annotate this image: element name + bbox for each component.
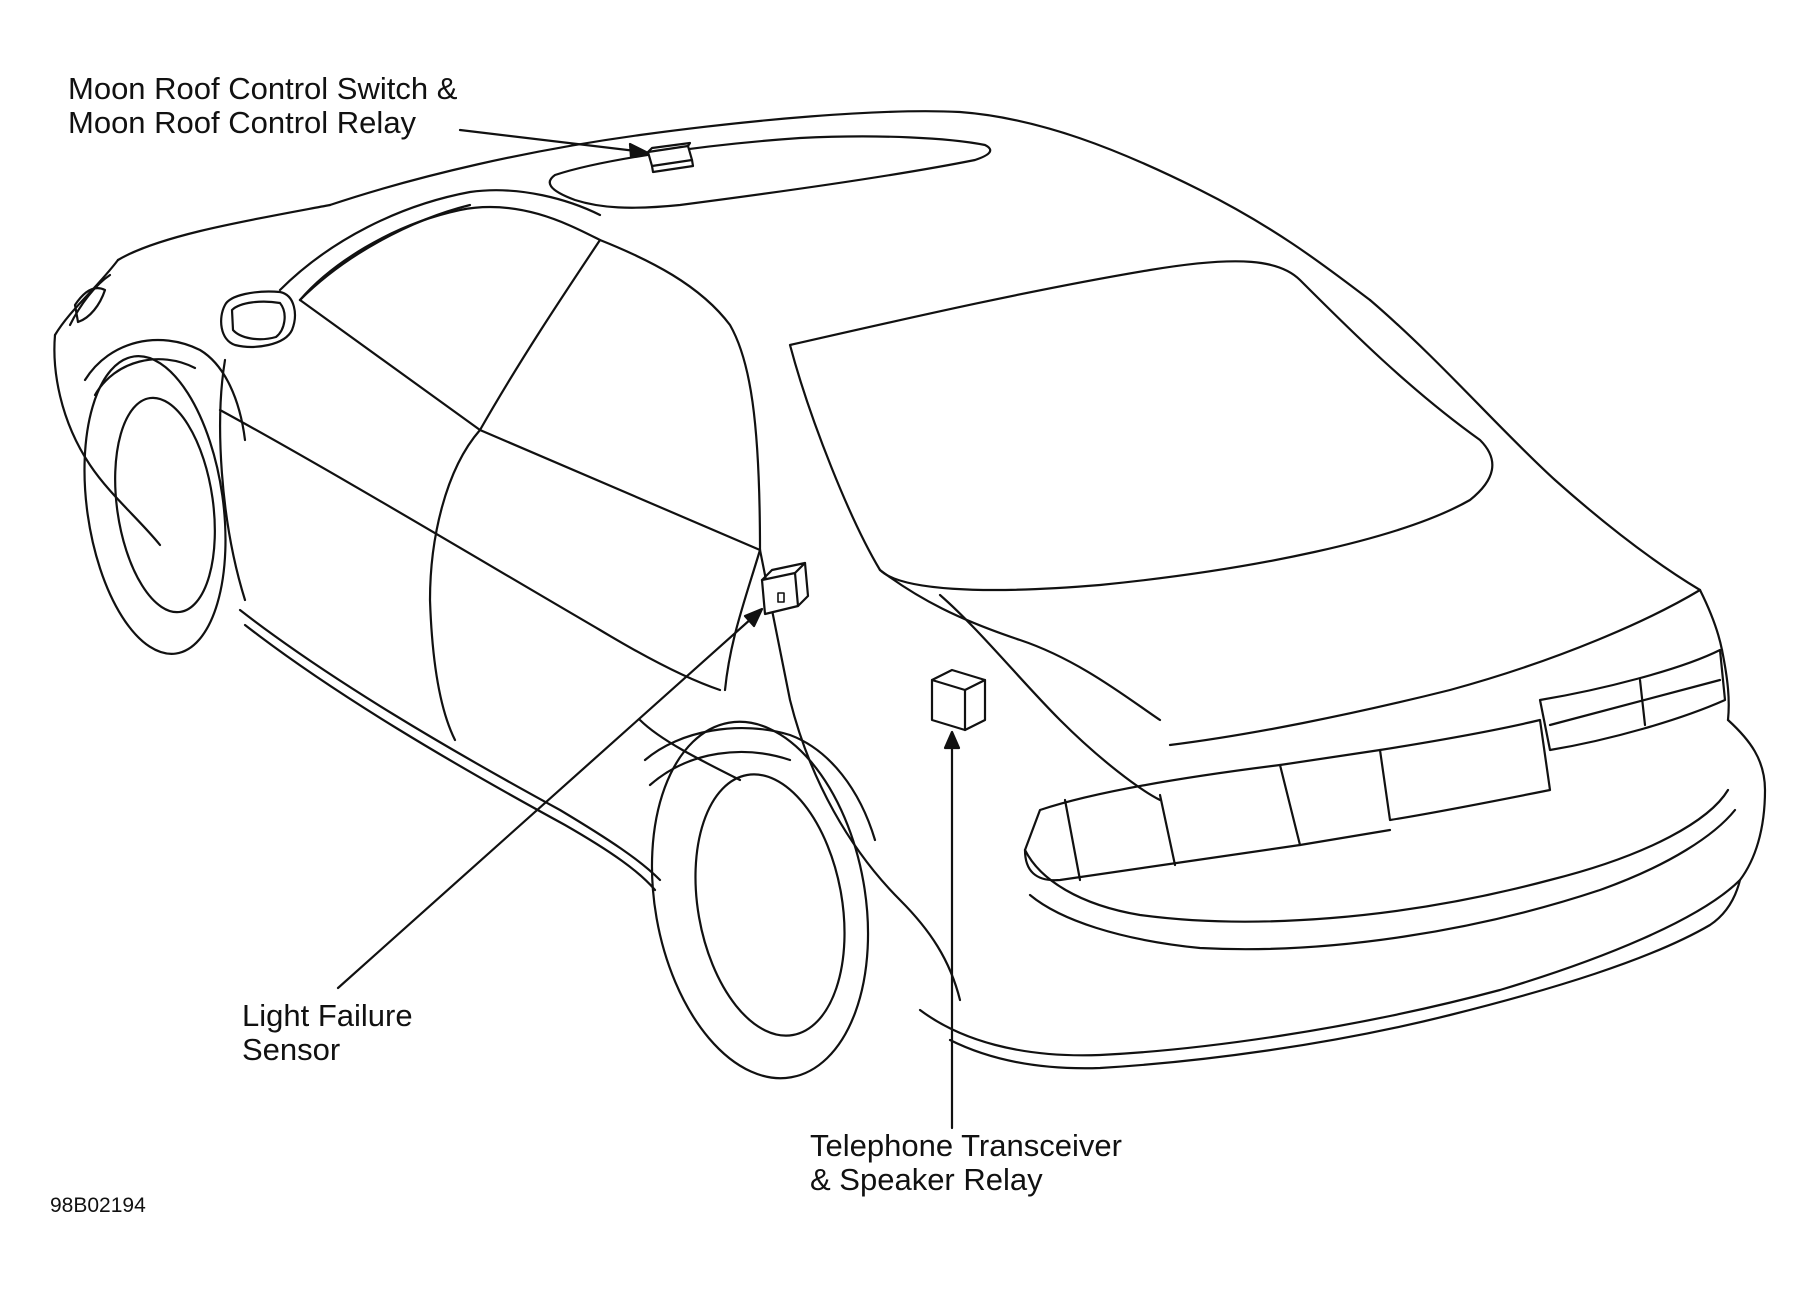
leader-arrows [336,128,961,1130]
telephone-label-line1: Telephone Transceiver [810,1128,1122,1163]
light-failure-leader [336,616,754,990]
car-body [53,110,1767,1070]
moonroof-leader [458,128,638,153]
moonroof-arrowhead [628,142,650,159]
figure-code: 98B02194 [50,1194,146,1217]
front-wheel [83,338,247,655]
moon-roof-label-line2: Moon Roof Control Relay [68,105,417,140]
telephone-label: Telephone Transceiver & Speaker Relay [810,1129,1122,1197]
moon-roof-label: Moon Roof Control Switch & Moon Roof Con… [68,72,457,140]
moon-roof-label-line1: Moon Roof Control Switch & [68,71,458,106]
telephone-arrowhead [943,730,961,750]
light-failure-label-line1: Light Failure [242,998,413,1033]
sunroof [548,135,992,209]
moon-roof-switch-box [646,141,695,174]
light-failure-label-line2: Sensor [242,1032,341,1067]
light-failure-label: Light Failure Sensor [242,999,413,1067]
telephone-relay-box [930,668,987,732]
rear-wheel [643,720,877,1080]
light-failure-arrowhead [743,607,764,628]
light-failure-sensor-box [760,561,810,616]
telephone-label-line2: & Speaker Relay [810,1162,1043,1197]
